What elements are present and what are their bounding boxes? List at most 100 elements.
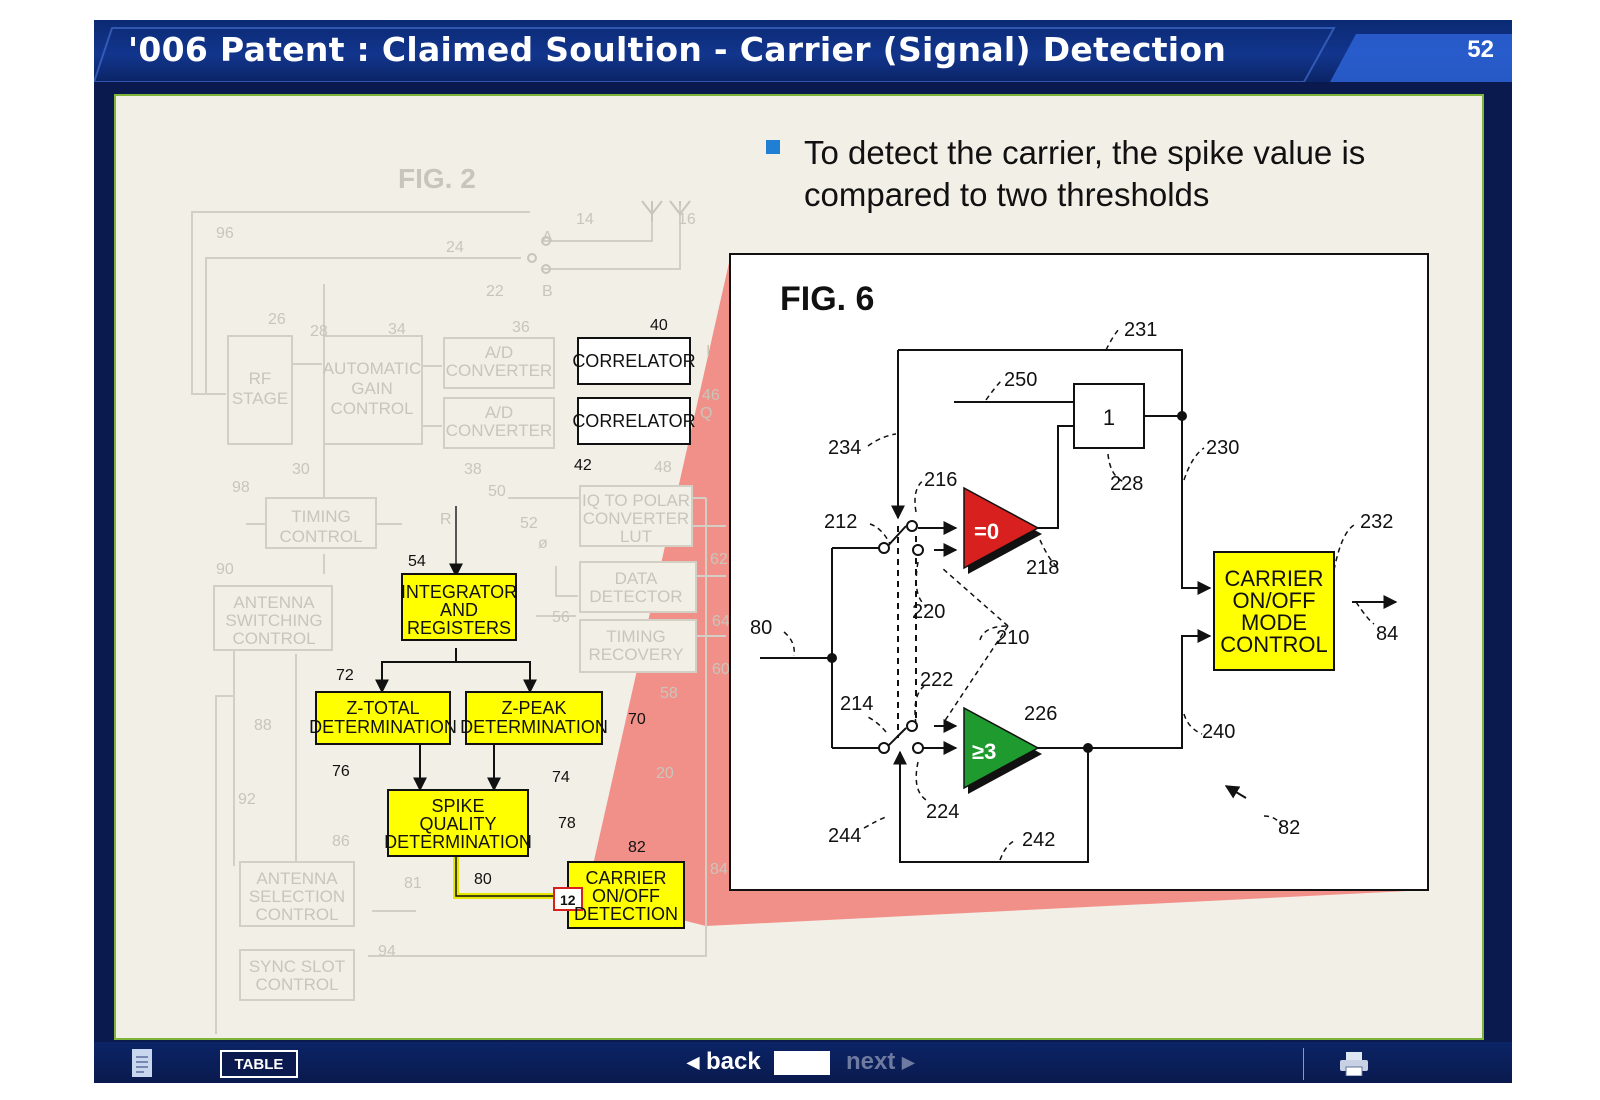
fig6-comparator-ge [963, 706, 1040, 790]
table-button[interactable]: TABLE [220, 1050, 298, 1078]
chevron-left-icon: ◀ [687, 1054, 700, 1072]
fig2-ref: 56 [552, 609, 570, 626]
fig6-ref: 250 [1004, 369, 1037, 391]
fig6-carrier-mode-label: CARRIER [1224, 566, 1323, 591]
fig2-ref: 26 [268, 311, 286, 328]
fig6-ref: 220 [912, 601, 945, 623]
fig2-agc-label: CONTROL [330, 399, 413, 418]
fig6-ref: 232 [1360, 511, 1393, 533]
content-panel: To detect the carrier, the spike value i… [114, 94, 1484, 1040]
page-number: 52 [1467, 36, 1494, 63]
fig2-antenna-switching-label: CONTROL [232, 629, 315, 648]
footer-divider [1303, 1048, 1304, 1080]
fig2-ref: 72 [336, 667, 354, 684]
fig2-ref: A [542, 229, 553, 246]
slide-title: '006 Patent : Claimed Soultion - Carrier… [128, 30, 1227, 69]
fig2-data-detector-label: DETECTOR [589, 587, 682, 606]
bullet-text: To detect the carrier, the spike value i… [804, 134, 1366, 213]
fig2-ref: 70 [628, 711, 646, 728]
fig2-ref: 62 [710, 551, 728, 568]
title-bar: '006 Patent : Claimed Soultion - Carrier… [94, 20, 1512, 82]
printer-icon[interactable] [1340, 1052, 1368, 1077]
fig2-antenna-switching-label: ANTENNA [233, 593, 315, 612]
fig2-integrator-label: REGISTERS [407, 618, 511, 638]
fig2-ref: 50 [488, 483, 506, 500]
fig2-antenna-selection-label: CONTROL [255, 905, 338, 924]
fig2-carrier-detection-label: ON/OFF [592, 886, 660, 906]
fig2-rf-stage-label: RF [249, 369, 272, 388]
fig2-ref: 60 [712, 661, 730, 678]
fig2-ref: 58 [660, 685, 678, 702]
fig2-timing-recovery-label: RECOVERY [588, 645, 683, 664]
fig2-z-peak-label: Z-PEAK [501, 698, 566, 718]
fig2-ref: 28 [310, 323, 328, 340]
fig6-ref: 84 [1376, 623, 1398, 645]
fig2-z-peak-label: DETERMINATION [460, 717, 608, 737]
fig2-ref: 76 [332, 763, 350, 780]
fig2-ref: 98 [232, 479, 250, 496]
fig6-ref: 82 [1278, 817, 1300, 839]
fig6-ref: 240 [1202, 721, 1235, 743]
fig2-ref: 34 [388, 321, 406, 338]
fig2-data-detector-label: DATA [615, 569, 658, 588]
fig2-ref: 74 [552, 769, 570, 786]
back-button[interactable]: ◀ back [687, 1048, 761, 1076]
fig6-ref: 214 [840, 693, 873, 715]
fig2-integrator-label: AND [440, 600, 478, 620]
fig2-z-total-label: Z-TOTAL [346, 698, 419, 718]
fig2-ref: 78 [558, 815, 576, 832]
fig2-antenna-selection-label: ANTENNA [256, 869, 338, 888]
fig2-sync-slot-label: CONTROL [255, 975, 338, 994]
fig2-ref: 64 [712, 613, 730, 630]
fig6-ref: 224 [926, 801, 959, 823]
fig2-ref: 36 [512, 319, 530, 336]
fig2-ref: 12 [560, 892, 576, 908]
fig2-ref: 96 [216, 225, 234, 242]
fig2-spike-quality-label: QUALITY [419, 814, 496, 834]
fig2-ref: 82 [628, 839, 646, 856]
next-button[interactable]: next ▶ [846, 1048, 914, 1076]
fig2-ref: 88 [254, 717, 272, 734]
fig2-ref: I [706, 343, 710, 360]
document-icon[interactable] [132, 1049, 152, 1077]
slide-frame: '006 Patent : Claimed Soultion - Carrier… [94, 20, 1512, 1083]
fig2-ref: 40 [650, 317, 668, 334]
fig6-ref: 212 [824, 511, 857, 533]
title-bar-decoration [94, 27, 1512, 82]
fig2-ref: 30 [292, 461, 310, 478]
footer-nav: TABLE ◀ back next ▶ [94, 1042, 1512, 1083]
fig2-ref: 38 [464, 461, 482, 478]
fig2-ref: 86 [332, 833, 350, 850]
fig2-ref: 80 [474, 871, 492, 888]
fig2-rf-stage-label: STAGE [232, 389, 288, 408]
fig6-ref: 218 [1026, 557, 1059, 579]
fig6-panel: FIG. 6 [729, 253, 1429, 891]
fig2-ad2-label: A/D [485, 403, 513, 422]
fig6-ref: 210 [996, 627, 1029, 649]
fig2-ref: 20 [656, 765, 674, 782]
fig2-ref: 94 [378, 943, 396, 960]
fig2-diagram: FIG. 2 [191, 163, 730, 1034]
fig2-spike-quality-label: DETERMINATION [384, 832, 532, 852]
fig2-ref: 90 [216, 561, 234, 578]
fig2-sync-slot-label: SYNC SLOT [249, 957, 345, 976]
fig6-ref: 216 [924, 469, 957, 491]
chevron-right-icon: ▶ [902, 1054, 915, 1072]
page-input[interactable] [774, 1051, 830, 1075]
fig2-ref: 22 [486, 283, 504, 300]
fig2-ref: 54 [408, 553, 426, 570]
fig6-carrier-mode-label: CONTROL [1220, 632, 1328, 657]
fig2-title: FIG. 2 [398, 163, 476, 194]
fig2-signal-path [453, 856, 564, 899]
fig2-ref: Q [700, 405, 712, 422]
fig6-ref: 80 [750, 617, 772, 639]
fig2-ad1-label: A/D [485, 343, 513, 362]
fig6-title: FIG. 6 [780, 280, 874, 318]
fig2-ad1-label: CONVERTER [446, 361, 552, 380]
fig2-ad2-label: CONVERTER [446, 421, 552, 440]
fig6-ref: 234 [828, 437, 861, 459]
fig2-ref: B [542, 283, 553, 300]
fig2-z-total-label: DETERMINATION [309, 717, 457, 737]
fig2-ref: 81 [404, 875, 422, 892]
fig2-ref: 52 [520, 515, 538, 532]
